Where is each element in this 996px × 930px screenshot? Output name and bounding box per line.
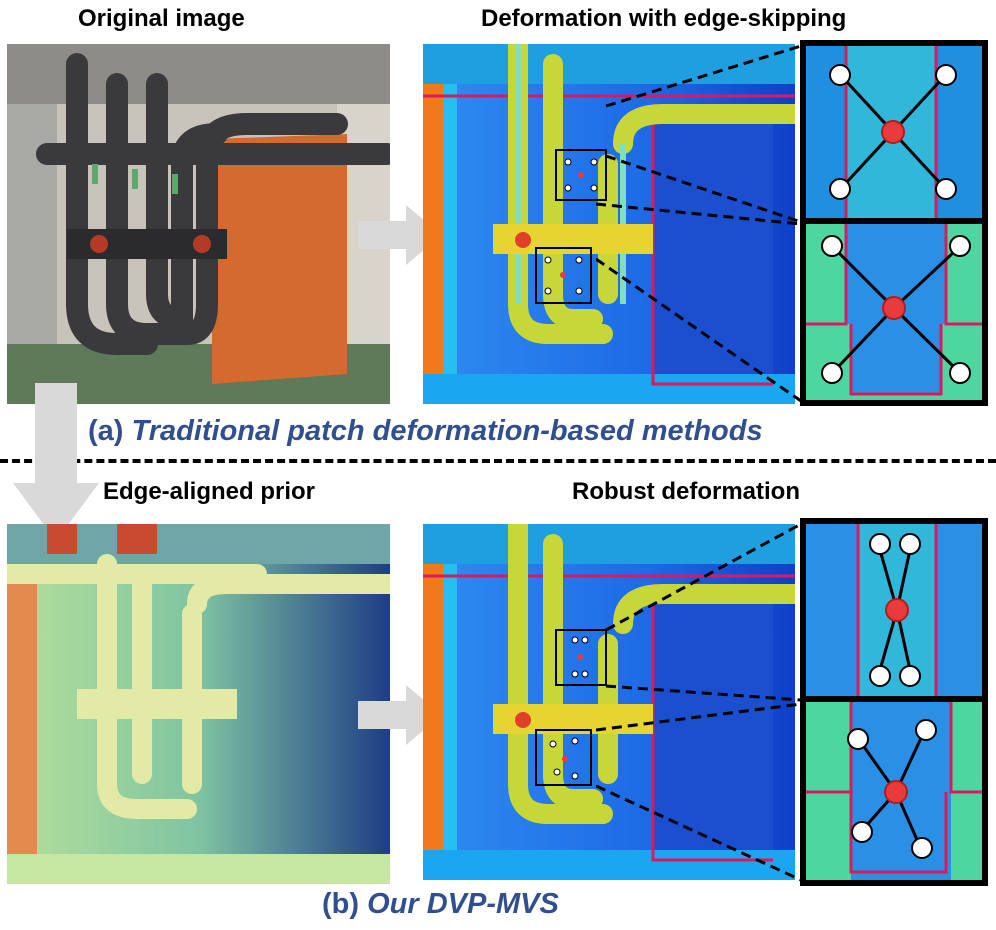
caption-a-text: Traditional patch deformation-based meth… — [131, 415, 763, 447]
zoom-connectors-b — [596, 522, 802, 882]
edge-aligned-prior-title: Edge-aligned prior — [103, 478, 316, 505]
zoom-connectors-a — [596, 44, 802, 403]
caption-b: (b) Our DVP-MVS — [322, 888, 559, 921]
original-image-title: Original image — [78, 5, 245, 32]
caption-a-prefix: (a) — [88, 415, 132, 447]
caption-b-text: Our DVP-MVS — [367, 888, 559, 920]
arrow-down — [13, 383, 99, 541]
zoom-patch-bottom-a — [800, 218, 988, 406]
caption-a: (a) Traditional patch deformation-based … — [88, 415, 763, 448]
arrow-right-b — [358, 685, 442, 745]
section-divider — [0, 459, 996, 463]
edge-skipping-title: Deformation with edge-skipping — [481, 5, 847, 32]
caption-b-prefix: (b) — [322, 888, 368, 920]
zoom-patch-top-b — [800, 518, 988, 702]
zoom-patch-top-a — [800, 40, 988, 224]
robust-depth-map — [423, 524, 795, 880]
edge-skipping-depth-map — [423, 44, 795, 404]
edge-aligned-prior-map — [7, 524, 390, 884]
arrow-right-a — [358, 205, 442, 265]
robust-deformation-title: Robust deformation — [572, 478, 800, 505]
original-photo — [7, 44, 390, 404]
zoom-patch-bottom-b — [800, 696, 988, 886]
